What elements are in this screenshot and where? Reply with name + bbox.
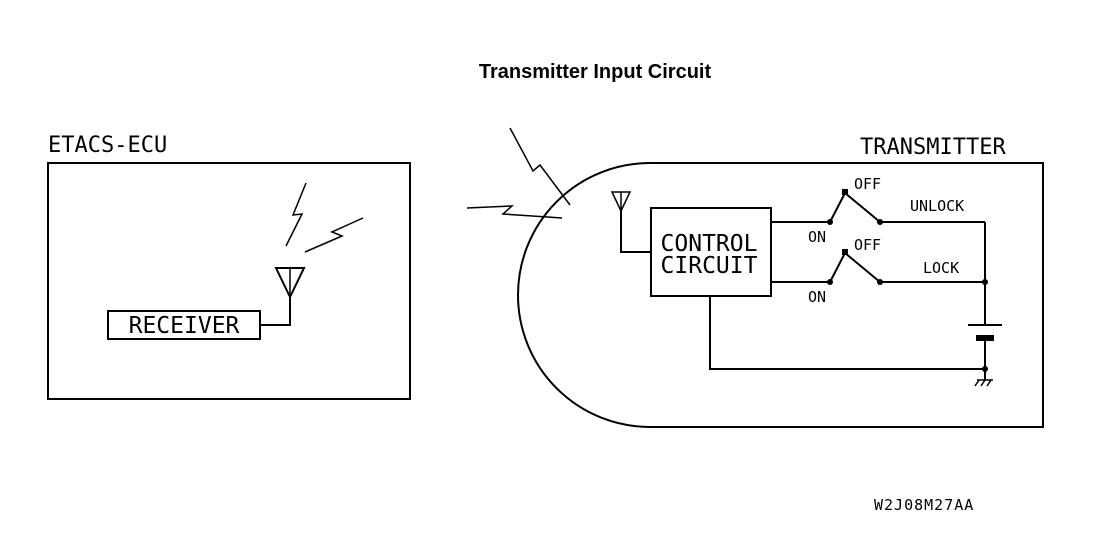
receiver-label: RECEIVER <box>129 313 240 339</box>
unlock-switch-off-label: OFF <box>854 175 881 193</box>
control-circuit-label-line1: CONTROL <box>661 231 758 257</box>
unlock-switch-on-label: ON <box>808 228 826 246</box>
lock-output-label: LOCK <box>923 259 959 277</box>
antenna-control-wire <box>620 211 651 253</box>
return-wire <box>709 296 985 370</box>
transmitter-label: TRANSMITTER <box>860 135 1006 160</box>
ground-icon <box>974 379 993 387</box>
lock-switch: OFF ON LOCK <box>771 236 985 306</box>
lock-switch-on-label: ON <box>808 288 826 306</box>
diagram-title: Transmitter Input Circuit <box>479 61 712 83</box>
unlock-output-label: UNLOCK <box>910 197 964 215</box>
lock-switch-off-label: OFF <box>854 236 881 254</box>
unlock-switch: OFF ON UNLOCK <box>771 175 985 246</box>
transmitter-antenna-icon <box>610 191 632 213</box>
signal-zigzag-icon <box>304 217 364 253</box>
transmitter-housing <box>517 162 1044 428</box>
signal-zigzag-icon <box>466 205 563 219</box>
ecu-label: ETACS-ECU <box>48 133 167 158</box>
receiver-antenna-wire <box>260 297 291 326</box>
figure-code: W2J08M27AA <box>874 496 974 514</box>
etacs-ecu-block: ETACS-ECU RECEIVER <box>47 133 411 400</box>
bus-junction <box>982 279 988 285</box>
battery-icon <box>968 324 1002 341</box>
control-circuit-label-line2: CIRCUIT <box>661 253 758 279</box>
signal-zigzag-icon <box>509 127 571 206</box>
transmitter-block: TRANSMITTER CONTROL CIRCUIT OFF ON UNLOC… <box>517 135 1044 428</box>
return-junction <box>982 366 988 372</box>
receiver-antenna-icon <box>274 267 306 300</box>
signal-zigzag-icon <box>285 182 307 247</box>
ecu-box <box>47 162 411 400</box>
